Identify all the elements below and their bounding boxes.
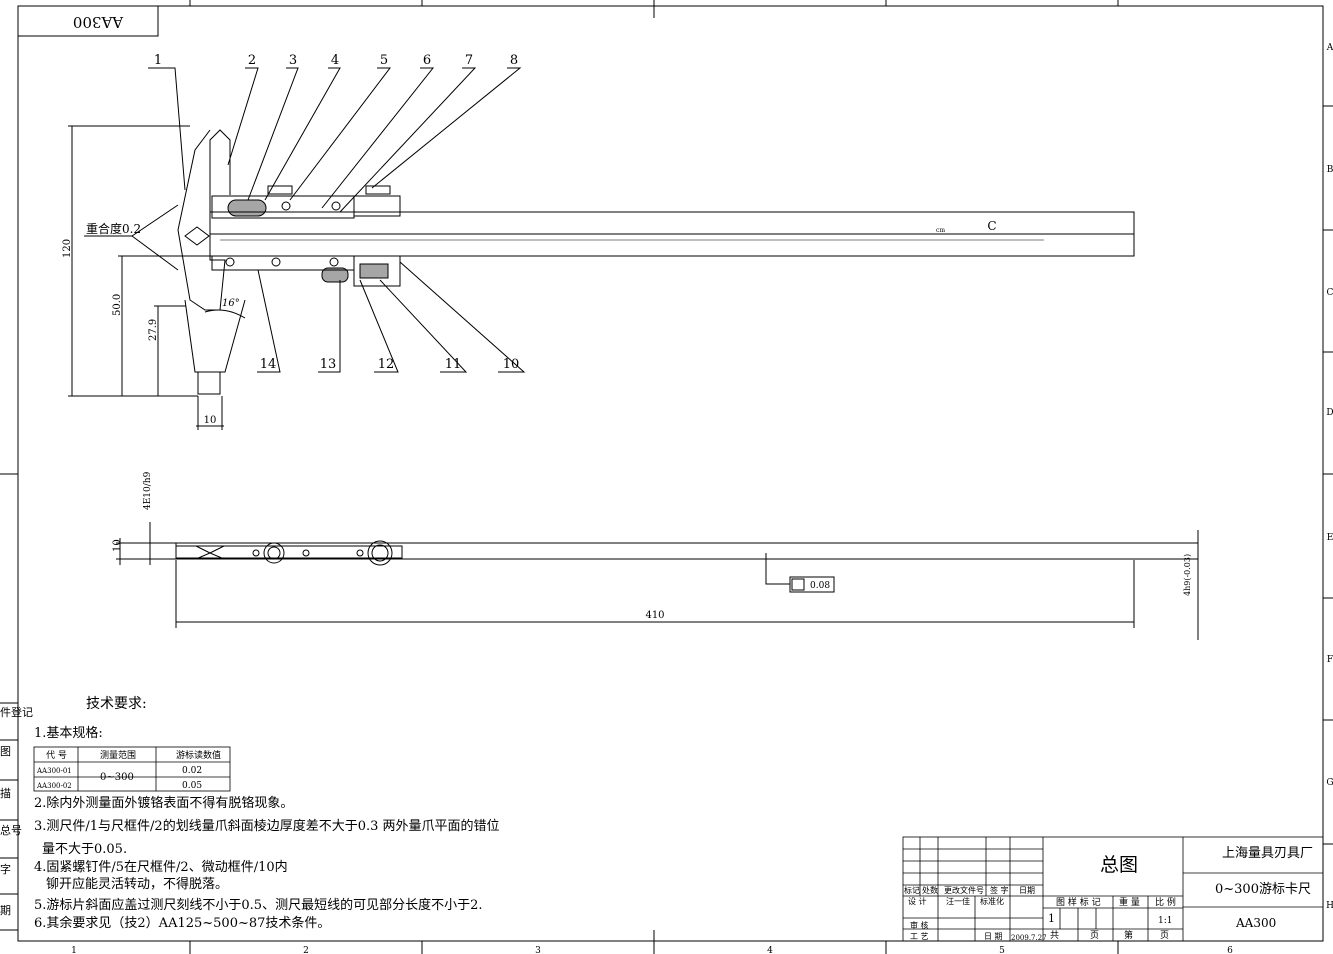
tech-item-3: 3.测尺件/1与尺框件/2的划线量爪斜面棱边厚度差不大于0.3 两外量爪平面的错… (34, 819, 500, 834)
part-number: 8 (510, 53, 518, 68)
tb-design: 设 计 (908, 897, 927, 906)
border-row: H (1326, 901, 1333, 911)
part-number: 13 (320, 357, 337, 372)
tech-item-1: 1.基本规格: (34, 726, 103, 741)
border-col: 3 (535, 946, 541, 954)
tb-stage: 1 (1048, 912, 1055, 925)
left-label: 图 (0, 745, 11, 758)
part-number: 7 (465, 53, 473, 68)
spec-header-code: 代 号 (46, 751, 67, 761)
border-markers: 1 2 3 4 5 6 A B C D E F G H (71, 43, 1333, 954)
tech-title: 技术要求: (86, 696, 147, 712)
drawing-labels: 1 2 3 4 5 6 7 8 14 13 12 11 10 重合度0.2 16… (62, 53, 1192, 621)
tb-product: 0~300游标卡尺 (1215, 882, 1311, 897)
dim-120: 120 (62, 239, 73, 258)
height-label: 10 (112, 539, 123, 552)
tb-company: 上海量具刃具厂 (1222, 846, 1314, 861)
spec-header-range: 测量范围 (100, 751, 137, 761)
border-col: 4 (767, 946, 773, 954)
spec-row-range: 0~300 (100, 772, 134, 783)
hole-tol-label: 4E10/h9 (143, 471, 153, 510)
tb-hdr-count: 处数 (922, 886, 938, 895)
code-box-text: AA300 (73, 13, 124, 31)
left-label: 总号 (0, 824, 22, 837)
tb-hdr-date: 日期 (1019, 886, 1035, 895)
spec-table (33, 746, 231, 792)
total-length: 410 (645, 610, 664, 621)
caliper-side-view (116, 522, 1199, 640)
spec-row-reading: 0.02 (182, 766, 203, 776)
tb-standard: 标准化 (980, 897, 1004, 906)
tb-process: 工 艺 (910, 932, 929, 941)
part-number: 12 (378, 357, 395, 372)
overlap-label: 重合度0.2 (86, 221, 141, 236)
tb-page: 页 (1090, 931, 1100, 941)
part-number: 1 (154, 53, 162, 68)
title-block (902, 836, 1324, 942)
tb-stage-label: 图 样 标 记 (1056, 898, 1101, 908)
part-number: 2 (248, 53, 256, 68)
tb-scale-label: 比 例 (1155, 898, 1176, 908)
tech-item-2: 2.除内外测量面外镀铬表面不得有脱铬现象。 (34, 796, 294, 811)
tb-date-label: 日 期 (984, 932, 1003, 941)
part-number: 10 (503, 357, 520, 372)
part-number: 5 (380, 53, 388, 68)
border-row: E (1327, 533, 1333, 543)
tech-item-4: 4.固紧螺钉件/5在尺框件/2、微动框件/10内 (34, 860, 288, 875)
tech-item-6: 6.其余要求见（技2）AA125~500~87技术条件。 (34, 916, 331, 931)
dim-50: 50.0 (112, 294, 123, 316)
dim-27-9: 27.9 (148, 319, 159, 341)
border-row: B (1327, 165, 1333, 175)
left-label: 字 (0, 863, 11, 876)
code-box: AA300 (17, 5, 159, 37)
part-number: 14 (260, 357, 277, 372)
tb-designer: 汪一佳 (946, 897, 970, 906)
tb-scale: 1:1 (1158, 916, 1173, 926)
part-number: 3 (289, 53, 297, 68)
tech-item-5: 5.游标片斜面应盖过测尺刻线不小于0.5、测尺最短线的可见部分长度不小于2. (34, 898, 483, 913)
tb-total: 共 (1050, 931, 1060, 941)
tb-page2: 页 (1160, 931, 1170, 941)
tb-weight-label: 重 量 (1119, 898, 1140, 908)
tb-hdr-sign: 签 字 (990, 886, 1009, 895)
tech-item-4b: 铆开应能灵活转动，不得脱落。 (46, 877, 229, 892)
side-tol-label: 4h9(-0.03) (1183, 554, 1192, 596)
border-row: G (1326, 778, 1333, 788)
spec-header-reading: 游标读数值 (176, 751, 222, 761)
logo-mark: C (987, 219, 996, 233)
tb-sheet: 第 (1124, 931, 1134, 941)
border-row: F (1327, 655, 1333, 665)
angle-label: 16° (222, 298, 240, 309)
spec-row-reading: 0.05 (182, 781, 203, 791)
tb-date: 2009.7.27 (1011, 934, 1047, 942)
left-label: 期 (0, 904, 11, 917)
flat-tol-value: 0.08 (810, 581, 830, 591)
cm-label: cm (936, 227, 945, 234)
tb-hdr-mark: 标记 (904, 886, 920, 895)
tb-hdr-change: 更改文件号 (944, 886, 984, 895)
tb-review: 审 核 (910, 921, 929, 930)
border-col: 5 (999, 946, 1005, 954)
left-label: 描 (0, 787, 11, 800)
border-col: 2 (303, 946, 309, 954)
dim-10: 10 (204, 415, 217, 426)
border-col: 1 (71, 946, 77, 954)
border-row: C (1327, 288, 1333, 298)
tech-item-3b: 量不大于0.05. (42, 842, 128, 857)
part-number: 4 (331, 53, 339, 68)
border-row: A (1326, 43, 1333, 53)
spec-row-code: AA300-01 (37, 767, 72, 775)
left-label: 件登记 (0, 706, 33, 719)
part-number: 6 (423, 53, 431, 68)
part-number: 11 (445, 357, 462, 372)
caliper-main-view (68, 67, 1135, 430)
tb-title: 总图 (1100, 854, 1139, 876)
tb-drawing-no: AA300 (1236, 916, 1277, 930)
border-col: 6 (1227, 946, 1233, 954)
spec-row-code: AA300-02 (37, 782, 72, 790)
border-row: D (1326, 408, 1333, 418)
